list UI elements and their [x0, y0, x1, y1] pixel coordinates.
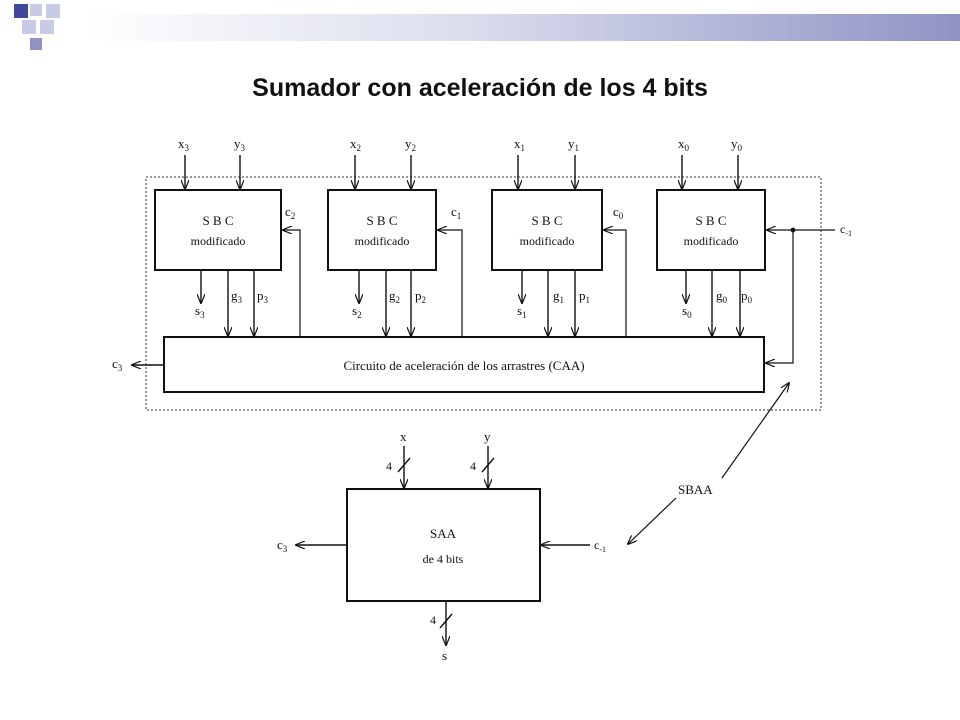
sbc-block-2: S B C modificado	[327, 189, 437, 271]
slide-title: Sumador con aceleración de los 4 bits	[252, 74, 708, 102]
input-y-label: y2	[405, 136, 416, 153]
logo-square-4	[22, 20, 36, 34]
input-x-label: x3	[178, 136, 190, 153]
input-y-label: y3	[234, 136, 246, 153]
gp-output-arrows	[228, 271, 740, 336]
output-p-label: p2	[415, 288, 426, 305]
input-y-label: y0	[731, 136, 743, 153]
carry-in-label: c-1	[840, 222, 852, 238]
saa-output-arrow	[439, 602, 453, 645]
sbaa-callout-label: SBAA	[678, 482, 713, 497]
output-g-label: g1	[553, 288, 564, 305]
caa-label: Circuito de aceleración de los arrastres…	[343, 358, 584, 373]
output-p-label: p3	[257, 288, 269, 305]
sbc-block-subtitle: modificado	[355, 234, 410, 248]
caa-block: Circuito de aceleración de los arrastres…	[163, 336, 765, 393]
sbc-block-subtitle: modificado	[520, 234, 575, 248]
output-s-label: s0	[682, 303, 692, 320]
saa-subtitle: de 4 bits	[423, 552, 464, 566]
sbaa-callout-arrows	[628, 383, 789, 544]
sbc-block-title: S B C	[695, 213, 726, 228]
saa-carry-out-label: c3	[277, 537, 288, 554]
input-y-label: y1	[568, 136, 579, 153]
sbaa-boundary	[145, 176, 822, 411]
saa-title: SAA	[430, 526, 457, 541]
sbc-block-title: S B C	[202, 213, 233, 228]
saa-input-arrows	[397, 446, 495, 488]
output-p-label: p1	[579, 288, 590, 305]
slide-logo	[0, 0, 80, 56]
saa-bus-x-width: 4	[386, 459, 392, 473]
output-p-label: p0	[741, 288, 753, 305]
input-x-label: x2	[350, 136, 361, 153]
saa-carry-in-label: c-1	[594, 538, 606, 554]
logo-square-5	[40, 20, 54, 34]
output-g-label: g0	[716, 288, 728, 305]
sbc-block-3: S B C modificado	[154, 189, 282, 271]
sbc-block-title: S B C	[531, 213, 562, 228]
sbc-block-subtitle: modificado	[191, 234, 246, 248]
input-arrows	[185, 155, 738, 189]
sbc-block-title: S B C	[366, 213, 397, 228]
saa-bus-s-width: 4	[430, 613, 436, 627]
sbc-block-1: S B C modificado	[491, 189, 603, 271]
header-bar	[85, 14, 960, 41]
input-x-label: x0	[678, 136, 690, 153]
input-x-label: x1	[514, 136, 525, 153]
logo-square-3	[46, 4, 60, 18]
saa-block: SAA de 4 bits	[346, 488, 541, 602]
output-g-label: g3	[231, 288, 243, 305]
carry-label: c2	[285, 204, 295, 221]
saa-bus-y-width: 4	[470, 459, 476, 473]
output-s-label: s1	[517, 303, 527, 320]
caa-carry-out-label: c3	[112, 356, 123, 373]
saa-input-y-label: y	[484, 429, 491, 444]
output-s-label: s2	[352, 303, 362, 320]
sum-output-arrows	[201, 271, 686, 303]
logo-square-1	[14, 4, 28, 18]
output-g-label: g2	[389, 288, 400, 305]
carry-label: c0	[613, 204, 624, 221]
sbc-block-subtitle: modificado	[684, 234, 739, 248]
output-s-label: s3	[195, 303, 205, 320]
sbc-block-0: S B C modificado	[656, 189, 766, 271]
carry-label: c1	[451, 204, 461, 221]
saa-output-s-label: s	[442, 648, 447, 663]
logo-square-6	[30, 38, 42, 50]
logo-square-2	[30, 4, 42, 16]
carry-feedback-lines	[283, 230, 627, 336]
saa-input-x-label: x	[400, 429, 407, 444]
carry-in-lines	[766, 228, 835, 363]
